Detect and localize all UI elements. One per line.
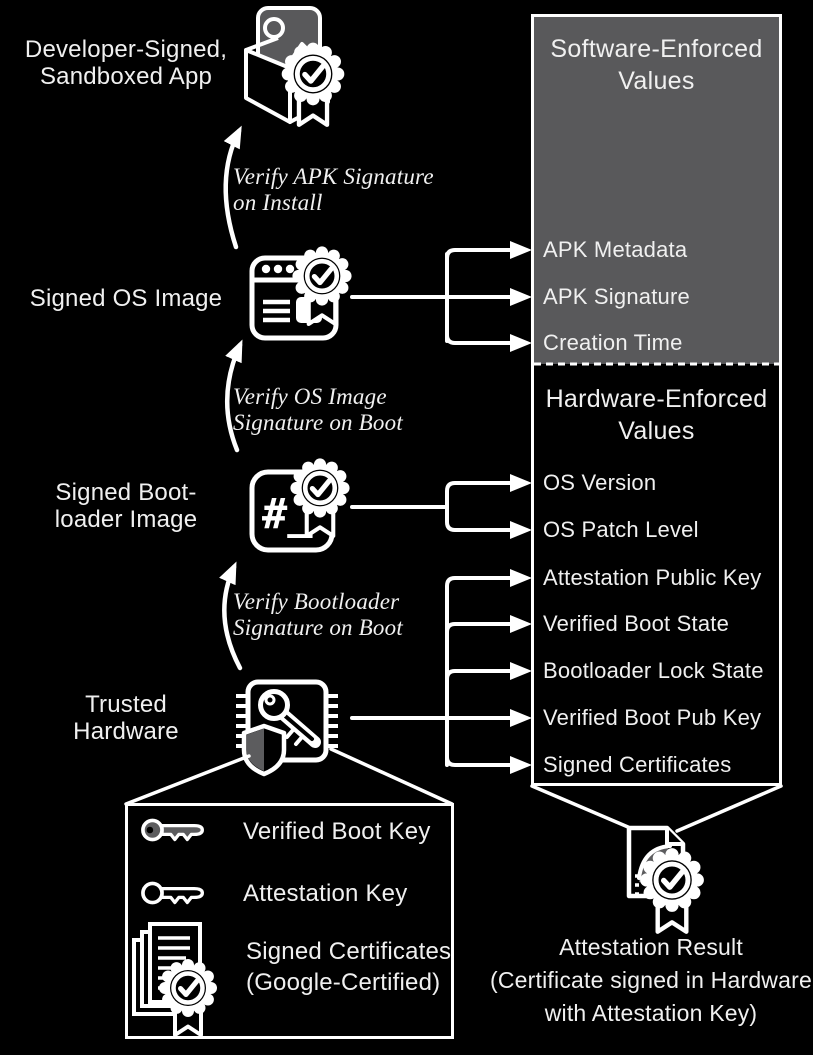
verify-bootloader-label: Verify Bootloader Signature on Boot [233, 589, 403, 641]
label-line: Hardware [73, 718, 179, 745]
label-line: Sandboxed App [39, 63, 213, 90]
verify-apk-label: Verify APK Signature on Install [233, 164, 434, 216]
verify-os-label: Verify OS Image Signature on Boot [233, 384, 403, 436]
title-line: Values [618, 417, 695, 445]
attestation-key-icon [141, 881, 204, 905]
attestation-result-caption: Attestation Result (Certificate signed i… [486, 931, 813, 1030]
node-label-signed-bootloader: Signed Boot- loader Image [21, 479, 231, 533]
software-panel-title: Software-Enforced Values [531, 33, 782, 97]
title-line: Values [618, 67, 695, 95]
label-line: Verify APK Signature [233, 164, 434, 189]
panel-item: Creation Time [543, 330, 683, 355]
panel-item: APK Metadata [543, 237, 688, 262]
legend-label-attestation-key: Attestation Key [243, 878, 407, 909]
caption-line: with Attestation Key) [544, 1000, 758, 1026]
panel-item: Verified Boot Pub Key [543, 705, 762, 730]
panel-item: Verified Boot State [543, 611, 730, 636]
hardware-keys-legend [125, 803, 454, 1039]
panel-item: OS Version [543, 470, 657, 495]
panel-item: Attestation Public Key [543, 565, 762, 590]
trusted-hardware-icon [236, 679, 338, 777]
panel-item: Signed Certificates [543, 752, 732, 777]
hardware-panel-title: Hardware-Enforced Values [531, 383, 782, 447]
legend-label-signed-certificates: Signed Certificates (Google-Certified) [246, 936, 451, 998]
title-line: Hardware-Enforced [545, 385, 768, 413]
signed-os-image-icon [249, 246, 350, 341]
bootloader-to-hardware-connector [350, 474, 532, 539]
os-to-software-connector [350, 241, 532, 352]
panel-item: APK Signature [543, 284, 690, 309]
label-line: (Google-Certified) [246, 969, 441, 996]
verified-boot-key-icon [141, 818, 204, 842]
label-line: loader Image [54, 506, 198, 533]
software-panel-bg [534, 17, 779, 364]
panel-item: Bootloader Lock State [543, 658, 764, 683]
node-label-trusted-hardware: Trusted Hardware [21, 691, 231, 745]
label-line: Verify Bootloader [233, 589, 400, 614]
label-line: Signed Boot- [55, 479, 197, 506]
node-label-signed-os-image: Signed OS Image [21, 285, 231, 312]
label-line: on Install [233, 190, 323, 215]
label-line: Developer-Signed, [24, 36, 228, 63]
caption-line: (Certificate signed in Hardware [490, 967, 812, 993]
label-line: Verify OS Image [233, 384, 387, 409]
signed-certificates-icon [132, 922, 222, 1034]
title-line: Software-Enforced [550, 35, 763, 63]
panel-item: OS Patch Level [543, 517, 699, 542]
sandboxed-app-icon [244, 6, 352, 126]
label-line: Signed Certificates [246, 938, 452, 965]
node-label-sandboxed-app: Developer-Signed, Sandboxed App [20, 36, 232, 90]
label-line: Trusted [85, 691, 167, 718]
caption-line: Attestation Result [559, 934, 743, 960]
label-line: Verified Boot Key [243, 818, 431, 845]
legend-label-verified-boot-key: Verified Boot Key [243, 816, 431, 847]
signed-bootloader-image-icon: #_ [249, 460, 350, 553]
values-panel [531, 14, 782, 786]
label-line: Signature on Boot [233, 410, 403, 435]
attestation-result-icon [626, 825, 715, 925]
label-line: Attestation Key [243, 880, 408, 907]
label-line: Signed OS Image [29, 285, 223, 312]
label-line: Signature on Boot [233, 615, 403, 640]
